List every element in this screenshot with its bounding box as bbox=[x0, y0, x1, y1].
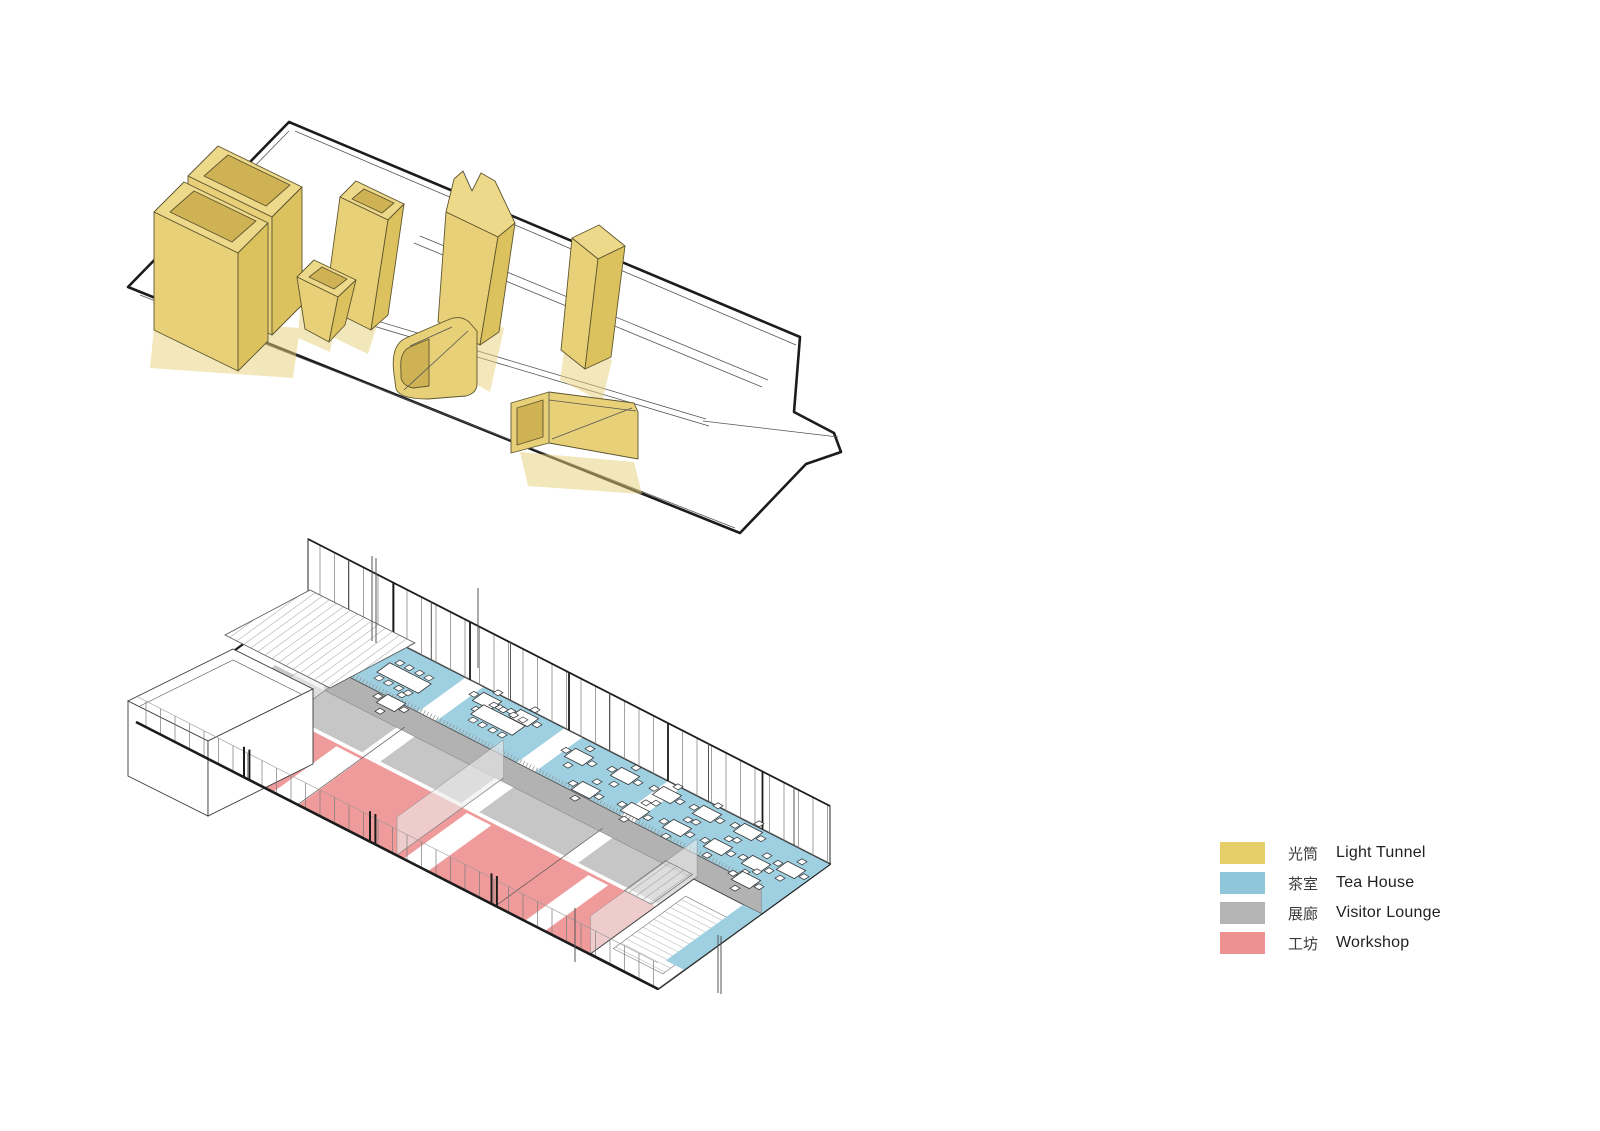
legend-label-zh-tea-house: 茶室 bbox=[1288, 875, 1319, 893]
tea-house-furniture bbox=[372, 659, 810, 892]
legend-item-light-tunnel: 光筒 Light Tunnel bbox=[1220, 842, 1441, 864]
legend-label-en-visitor-lounge: Visitor Lounge bbox=[1336, 904, 1441, 921]
legend-label-zh-light-tunnel: 光筒 bbox=[1288, 845, 1319, 863]
far-window-wall bbox=[307, 538, 831, 865]
legend-swatch-light-tunnel bbox=[1220, 842, 1265, 864]
light-tunnel-volume-funnel bbox=[296, 259, 357, 343]
near-glass-wall bbox=[135, 695, 659, 991]
visitor-lounge-gaps bbox=[362, 727, 613, 863]
legend-label-zh-workshop: 工坊 bbox=[1288, 935, 1319, 953]
wall-posts-light bbox=[348, 559, 795, 846]
wall-posts bbox=[392, 582, 764, 830]
legend-item-workshop: 工坊 Workshop bbox=[1220, 932, 1441, 954]
light-tunnel-volumes bbox=[153, 145, 639, 460]
legend-label-en-light-tunnel: Light Tunnel bbox=[1336, 844, 1426, 861]
visitor-lounge-zone bbox=[240, 659, 763, 939]
door-posts bbox=[243, 746, 498, 906]
light-tunnel-volume-wedge bbox=[510, 391, 639, 460]
stair-mid-right bbox=[623, 860, 694, 905]
columns bbox=[574, 908, 722, 994]
legend: 光筒 Light Tunnel 茶室 Tea House 展廊 Visitor … bbox=[1220, 842, 1441, 962]
roof-axonometric-diagram bbox=[126, 120, 843, 535]
legend-label-en-workshop: Workshop bbox=[1336, 934, 1410, 951]
legend-label-zh-visitor-lounge: 展廊 bbox=[1288, 905, 1319, 923]
light-tunnel-volume-vnotch bbox=[437, 170, 516, 346]
floor-axonometric-diagram bbox=[126, 538, 832, 994]
light-tunnel-volume-tall bbox=[560, 224, 626, 370]
light-tunnel-volume-duct bbox=[392, 317, 478, 400]
legend-item-visitor-lounge: 展廊 Visitor Lounge bbox=[1220, 902, 1441, 924]
legend-swatch-tea-house bbox=[1220, 872, 1265, 894]
tea-house-right-sliver bbox=[665, 904, 762, 970]
legend-swatch-visitor-lounge bbox=[1220, 902, 1265, 924]
light-tunnel-volume-twin-front bbox=[153, 181, 269, 372]
legend-swatch-workshop bbox=[1220, 932, 1265, 954]
legend-item-tea-house: 茶室 Tea House bbox=[1220, 872, 1441, 894]
stair-top-left bbox=[224, 556, 479, 689]
legend-label-en-tea-house: Tea House bbox=[1336, 874, 1415, 891]
